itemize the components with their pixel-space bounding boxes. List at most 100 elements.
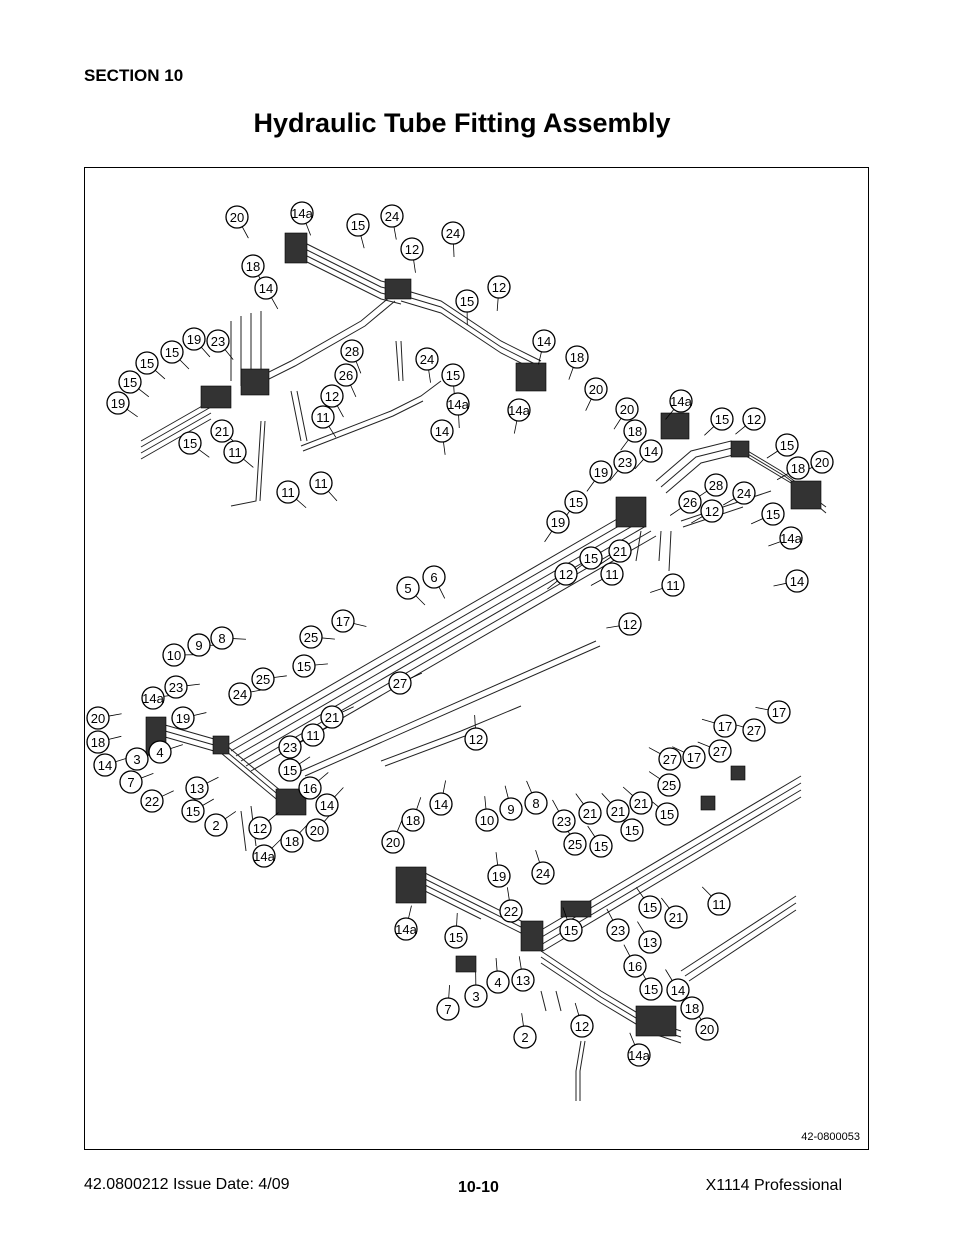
callout-14: 14 bbox=[785, 569, 809, 593]
callout-label: 25 bbox=[304, 630, 318, 645]
callout-22: 22 bbox=[140, 789, 164, 813]
leader-line bbox=[243, 458, 254, 468]
leader-line bbox=[535, 850, 540, 863]
callout-15: 15 bbox=[559, 918, 583, 942]
callout-28: 28 bbox=[704, 473, 728, 497]
callout-15: 15 bbox=[346, 213, 370, 237]
callout-12: 12 bbox=[700, 499, 724, 523]
leader-line bbox=[448, 985, 450, 999]
callout-4: 4 bbox=[148, 740, 172, 764]
callout-3: 3 bbox=[464, 984, 488, 1008]
callout-label: 14 bbox=[259, 281, 273, 296]
callout-21: 21 bbox=[320, 705, 344, 729]
leader-line bbox=[108, 735, 122, 740]
callout-15: 15 bbox=[135, 351, 159, 375]
leader-line bbox=[526, 780, 533, 794]
leader-line bbox=[138, 388, 150, 398]
leader-line bbox=[701, 718, 715, 724]
leader-line bbox=[585, 398, 592, 411]
callout-21: 21 bbox=[629, 791, 653, 815]
callout-12: 12 bbox=[618, 612, 642, 636]
callout-label: 22 bbox=[504, 904, 518, 919]
leader-line bbox=[723, 498, 735, 506]
leader-line bbox=[599, 556, 612, 565]
callout-12: 12 bbox=[554, 562, 578, 586]
callout-label: 18 bbox=[685, 1001, 699, 1016]
callout-15: 15 bbox=[638, 895, 662, 919]
leader-line bbox=[393, 226, 397, 240]
callout-26: 26 bbox=[334, 363, 358, 387]
callout-label: 15 bbox=[297, 659, 311, 674]
leader-line bbox=[590, 578, 603, 586]
callout-label: 21 bbox=[583, 806, 597, 821]
callout-15: 15 bbox=[775, 433, 799, 457]
callout-label: 15 bbox=[460, 294, 474, 309]
leader-line bbox=[232, 638, 246, 640]
callout-2: 2 bbox=[513, 1025, 537, 1049]
leader-line bbox=[495, 958, 498, 972]
callout-label: 10 bbox=[480, 813, 494, 828]
leader-line bbox=[622, 786, 634, 796]
callout-25: 25 bbox=[563, 832, 587, 856]
callout-label: 18 bbox=[570, 350, 584, 365]
callout-label: 19 bbox=[187, 332, 201, 347]
leader-line bbox=[341, 706, 354, 713]
callout-18: 18 bbox=[565, 345, 589, 369]
leader-line bbox=[408, 905, 412, 919]
leader-line bbox=[193, 712, 207, 716]
callout-label: 12 bbox=[575, 1019, 589, 1034]
callout-25: 25 bbox=[251, 667, 275, 691]
callout-9: 9 bbox=[187, 633, 211, 657]
callout-label: 15 bbox=[446, 368, 460, 383]
callout-label: 12 bbox=[623, 617, 637, 632]
callout-label: 20 bbox=[589, 382, 603, 397]
leader-line bbox=[629, 1032, 636, 1045]
leader-line bbox=[170, 744, 183, 749]
callout-label: 15 bbox=[183, 436, 197, 451]
callout-label: 23 bbox=[611, 923, 625, 938]
leader-line bbox=[701, 886, 712, 897]
leader-line bbox=[665, 409, 675, 420]
leader-line bbox=[396, 819, 403, 832]
leader-line bbox=[458, 414, 460, 428]
leader-line bbox=[360, 235, 365, 249]
callout-2: 2 bbox=[204, 813, 228, 837]
callout-label: 18 bbox=[406, 813, 420, 828]
callout-label: 14a bbox=[253, 849, 275, 864]
callout-label: 14 bbox=[671, 983, 685, 998]
callout-label: 20 bbox=[230, 210, 244, 225]
callout-label: 21 bbox=[669, 910, 683, 925]
leader-line bbox=[650, 588, 663, 593]
leader-line bbox=[273, 675, 287, 678]
callout-24: 24 bbox=[228, 682, 252, 706]
callout-label: 19 bbox=[492, 869, 506, 884]
leader-line bbox=[336, 405, 344, 418]
callout-14a: 14a bbox=[141, 686, 165, 710]
leader-line bbox=[271, 297, 279, 310]
callout-17: 17 bbox=[682, 745, 706, 769]
callout-label: 26 bbox=[339, 368, 353, 383]
callout-15: 15 bbox=[292, 654, 316, 678]
callout-23: 23 bbox=[552, 809, 576, 833]
callout-label: 14 bbox=[644, 444, 658, 459]
footer-page-number: 10-10 bbox=[458, 1179, 499, 1196]
callout-label: 20 bbox=[815, 455, 829, 470]
callout-label: 14 bbox=[98, 758, 112, 773]
callout-15: 15 bbox=[455, 289, 479, 313]
callout-15: 15 bbox=[761, 502, 785, 526]
callout-label: 11 bbox=[228, 445, 242, 460]
callout-label: 15 bbox=[660, 807, 674, 822]
callout-28: 28 bbox=[340, 339, 364, 363]
leader-line bbox=[521, 1013, 524, 1027]
callout-label: 2 bbox=[521, 1030, 528, 1045]
callout-label: 11 bbox=[712, 897, 726, 912]
callout-label: 3 bbox=[472, 989, 479, 1004]
callout-14a: 14a bbox=[394, 917, 418, 941]
callout-label: 12 bbox=[405, 242, 419, 257]
leader-line bbox=[513, 420, 518, 434]
callout-label: 13 bbox=[643, 935, 657, 950]
callout-label: 20 bbox=[620, 402, 634, 417]
callout-20: 20 bbox=[381, 830, 405, 854]
callout-label: 15 bbox=[584, 551, 598, 566]
callout-label: 14a bbox=[628, 1048, 650, 1063]
